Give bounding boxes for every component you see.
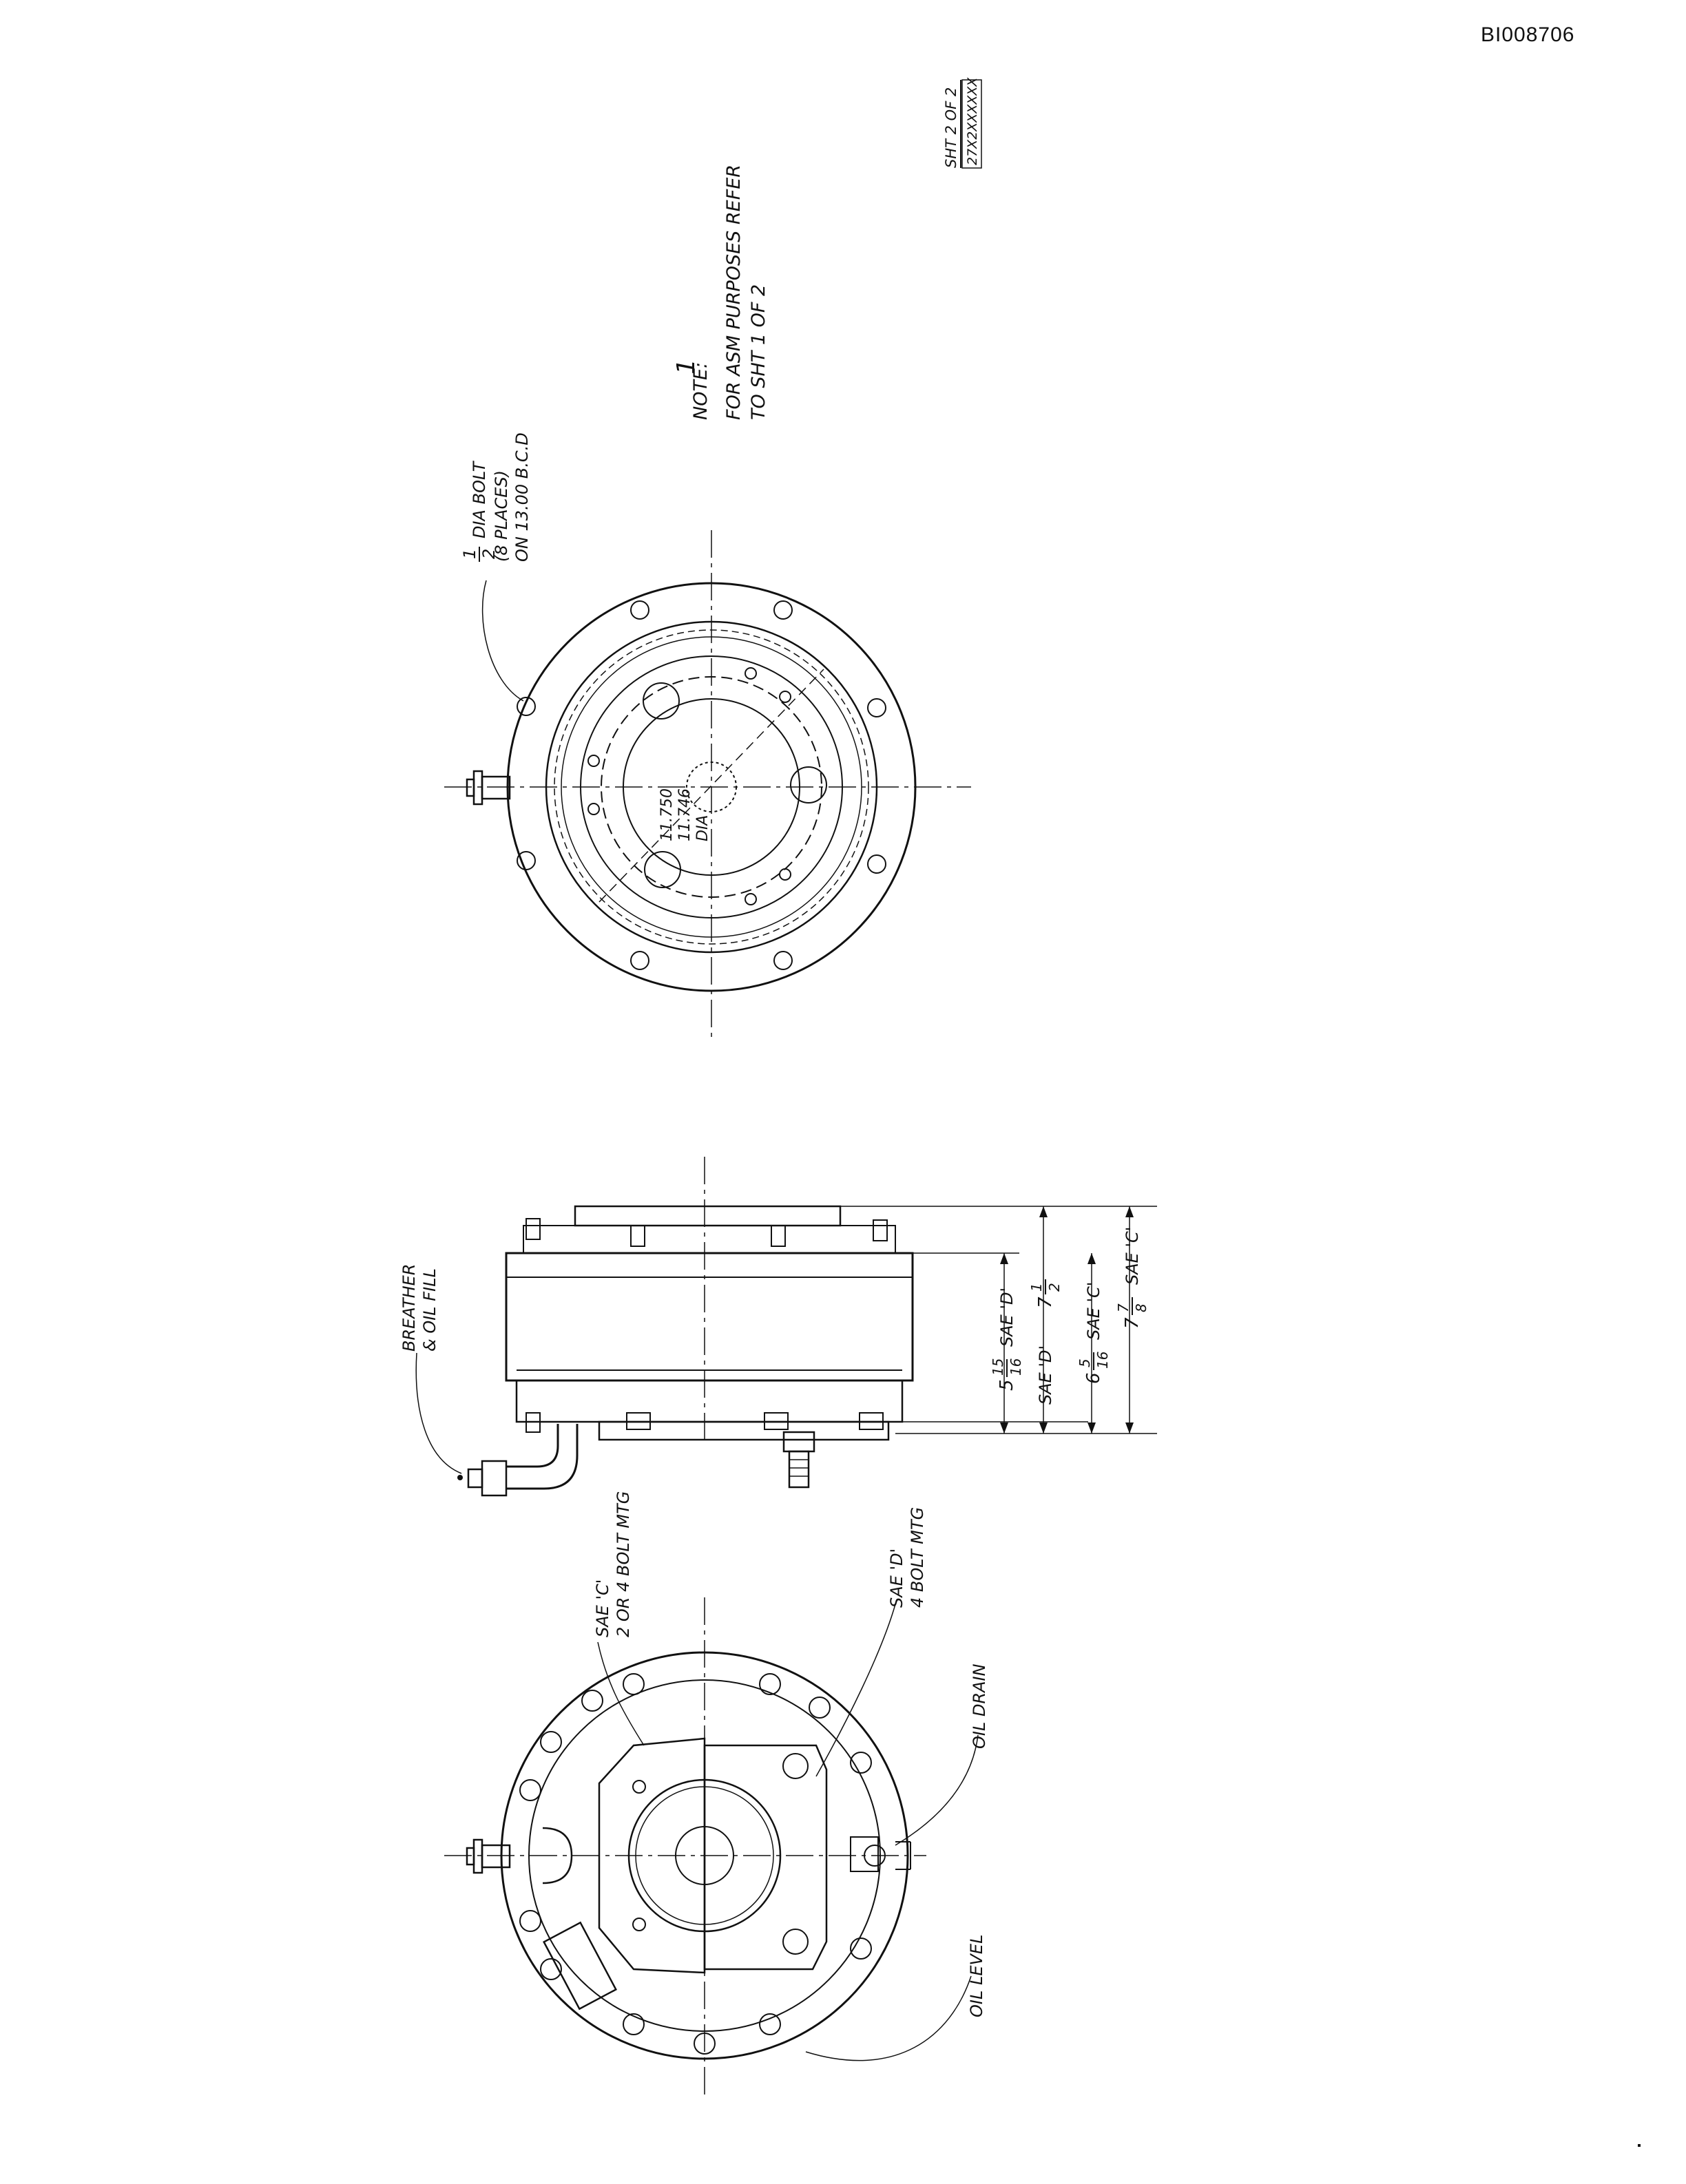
sae-c-line-2: 2 OR 4 BOLT MTG: [614, 1491, 633, 1637]
svg-text:SAE 'D': SAE 'D': [997, 1288, 1017, 1347]
note-heading: NOTE:: [690, 362, 711, 420]
assembly-note: NOTE: 1 FOR ASM PURPOSES REFER TO SHT 1 …: [672, 165, 769, 420]
scan-mark: [1638, 2144, 1641, 2147]
note-line-1: FOR ASM PURPOSES REFER: [723, 165, 745, 420]
pilot-dia-upper: 11.750: [658, 788, 676, 841]
svg-text:7: 7: [1035, 1296, 1056, 1308]
front-view: 1 2 DIA BOLT (8 PLACES) ON 13.00 B.C.D 1…: [444, 432, 971, 1040]
svg-text:7: 7: [1115, 1303, 1132, 1312]
flange-bolts: [517, 600, 886, 970]
bolt-label: DIA BOLT: [470, 460, 489, 538]
flange-outline: [506, 582, 917, 992]
dim-7-1-2: SAE 'D' 7 1 2: [1028, 1279, 1063, 1405]
bolt-fraction-numerator: 1: [460, 549, 479, 559]
oil-level-sight-glass: [543, 1921, 617, 2010]
breather-line-1: BREATHER: [399, 1263, 419, 1352]
note-line-2: TO SHT 1 OF 2: [748, 284, 769, 420]
sae-d-line-1: SAE 'D': [887, 1548, 906, 1608]
bolt-circle: ON 13.00 B.C.D: [512, 432, 532, 562]
svg-text:16: 16: [1008, 1358, 1024, 1376]
svg-text:5: 5: [997, 1379, 1017, 1391]
dim-5-15-16: 5 15 16 SAE 'D': [990, 1288, 1024, 1391]
rear-view: SAE 'C' 2 OR 4 BOLT MTG SAE 'D' 4 BOLT M…: [444, 1491, 989, 2100]
note-marker: 1: [672, 359, 700, 375]
dim-6-5-16: 6 5 16 SAE 'C': [1076, 1282, 1111, 1384]
svg-text:2: 2: [1046, 1283, 1063, 1292]
oil-level-label: OIL LEVEL: [967, 1935, 986, 2017]
svg-text:SAE 'D': SAE 'D': [1036, 1345, 1055, 1405]
side-view: BREATHER & OIL FILL 5: [399, 1157, 1157, 1497]
bolt-places: (8 PLACES): [492, 470, 511, 562]
sheet-label: SHT 2 OF 2: [943, 87, 959, 168]
breather-line-2: & OIL FILL: [420, 1268, 439, 1352]
pilot-dia-label: DIA: [694, 815, 711, 841]
pilot-dia-lower: 11.746: [676, 788, 694, 841]
svg-text:16: 16: [1094, 1352, 1111, 1369]
sheet-code: 27X2XXXXXX: [965, 77, 980, 165]
dim-7-7-8: 7 7 8 SAE 'C': [1115, 1227, 1149, 1329]
bolt-fraction-denominator: 2: [479, 549, 499, 559]
svg-text:5: 5: [1076, 1358, 1093, 1367]
rear-housing-outline: [500, 1651, 909, 2060]
svg-text:SAE 'C': SAE 'C': [1084, 1282, 1103, 1340]
housing-body: [505, 1252, 914, 1382]
svg-text:15: 15: [990, 1358, 1006, 1376]
document-id: BI008706: [1481, 23, 1575, 46]
sae-c-pad: [598, 1737, 706, 1974]
sheet-mark: SHT 2 OF 2 27X2XXXXXX: [943, 77, 982, 169]
svg-text:7: 7: [1122, 1317, 1143, 1329]
svg-text:8: 8: [1133, 1303, 1149, 1312]
svg-text:SAE 'C': SAE 'C': [1123, 1227, 1142, 1285]
sae-c-line-1: SAE 'C': [593, 1579, 612, 1637]
sae-d-line-2: 4 BOLT MTG: [908, 1507, 927, 1608]
svg-text:6: 6: [1083, 1372, 1104, 1384]
rear-rim-bolts: [519, 1673, 886, 2055]
adapter-plate: [574, 1205, 842, 1227]
sae-d-pad: [703, 1744, 828, 1971]
svg-text:1: 1: [1028, 1283, 1045, 1292]
oil-drain-label: OIL DRAIN: [970, 1663, 989, 1749]
spline-bore: [686, 762, 737, 812]
